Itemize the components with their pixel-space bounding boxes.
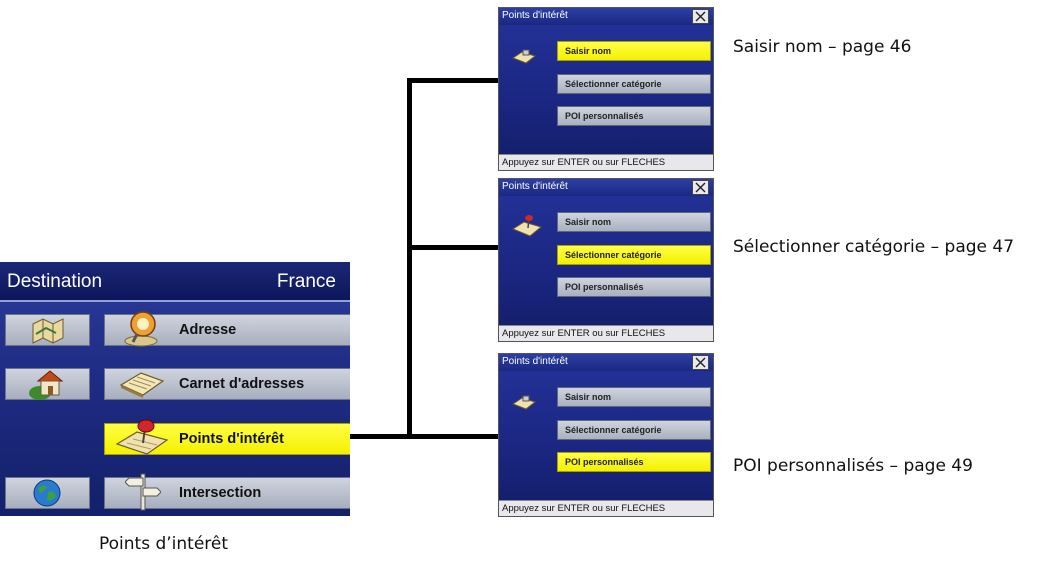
close-button[interactable] (692, 180, 709, 195)
close-icon (695, 11, 706, 22)
option-poi-personnalises[interactable]: POI personnalisés (557, 106, 711, 126)
screen-title: Destination (7, 271, 103, 292)
house-icon (29, 370, 64, 400)
points-interet-button[interactable]: Points d'intérêt (104, 419, 350, 455)
poi-screen-icon (512, 395, 536, 410)
connector-branch-2 (407, 245, 498, 250)
menu-label-carnet: Carnet d'adresses (179, 376, 305, 392)
poi-screen-selectionner-categorie: Points d'intérêt Saisir nom Sélectionner… (498, 178, 714, 342)
poi-screen-title: Points d'intérêt (502, 10, 568, 21)
connector-branch-1 (407, 78, 498, 83)
adresse-button[interactable]: Adresse (104, 311, 350, 347)
poi-title-bar: Points d'intérêt (499, 354, 713, 371)
option-saisir-nom[interactable]: Saisir nom (557, 41, 711, 61)
signpost-icon (125, 473, 161, 511)
country-label: France (276, 271, 336, 292)
poi-screen-poi-personnalises: Points d'intérêt Saisir nom Sélectionner… (498, 353, 714, 517)
option-selectionner-categorie[interactable]: Sélectionner catégorie (557, 245, 711, 265)
poi-screen-icon (512, 49, 536, 64)
poi-screen-icon (512, 215, 542, 237)
globe-side-button[interactable] (5, 477, 90, 509)
close-icon (695, 357, 706, 368)
option-saisir-nom[interactable]: Saisir nom (557, 212, 711, 232)
caption-selectionner-categorie: Sélectionner catégorie – page 47 (733, 237, 1015, 257)
connector-main (350, 434, 412, 439)
map-side-button[interactable] (5, 314, 90, 346)
map-pin-icon (124, 311, 158, 347)
status-bar: Appuyez sur ENTER ou sur FLECHES (499, 325, 713, 341)
option-poi-personnalises[interactable]: POI personnalisés (557, 452, 711, 472)
globe-icon (33, 479, 61, 507)
home-side-button[interactable] (5, 368, 90, 400)
intersection-button[interactable]: Intersection (104, 473, 350, 511)
option-poi-personnalises[interactable]: POI personnalisés (557, 277, 711, 297)
connector-branch-3 (407, 434, 498, 439)
poi-title-bar: Points d'intérêt (499, 8, 713, 25)
poi-screen-saisir-nom: Points d'intérêt Saisir nom Sélectionner… (498, 7, 714, 171)
option-saisir-nom[interactable]: Saisir nom (557, 387, 711, 407)
carnet-adresses-button[interactable]: Carnet d'adresses (104, 368, 350, 400)
map-icon (32, 318, 64, 344)
status-bar: Appuyez sur ENTER ou sur FLECHES (499, 154, 713, 170)
menu-label-intersection: Intersection (179, 485, 262, 501)
caption-saisir-nom: Saisir nom – page 46 (733, 37, 912, 57)
close-icon (695, 182, 706, 193)
menu-label-adresse: Adresse (179, 322, 237, 338)
connector-trunk (407, 78, 412, 439)
main-screen-caption: Points d’intérêt (99, 534, 229, 554)
caption-poi-personnalises: POI personnalisés – page 49 (733, 456, 973, 476)
option-selectionner-categorie[interactable]: Sélectionner catégorie (557, 420, 711, 440)
poi-screen-title: Points d'intérêt (502, 181, 568, 192)
poi-screen-title: Points d'intérêt (502, 356, 568, 367)
poi-pushpin-icon (115, 419, 169, 455)
menu-label-poi: Points d'intérêt (179, 431, 284, 447)
poi-title-bar: Points d'intérêt (499, 179, 713, 196)
destination-screen: Destination France Adresse (0, 262, 350, 516)
option-selectionner-categorie[interactable]: Sélectionner catégorie (557, 74, 711, 94)
address-book-icon (119, 372, 165, 398)
close-button[interactable] (692, 355, 709, 370)
close-button[interactable] (692, 9, 709, 24)
destination-title-bar: Destination France (0, 262, 350, 302)
status-bar: Appuyez sur ENTER ou sur FLECHES (499, 500, 713, 516)
